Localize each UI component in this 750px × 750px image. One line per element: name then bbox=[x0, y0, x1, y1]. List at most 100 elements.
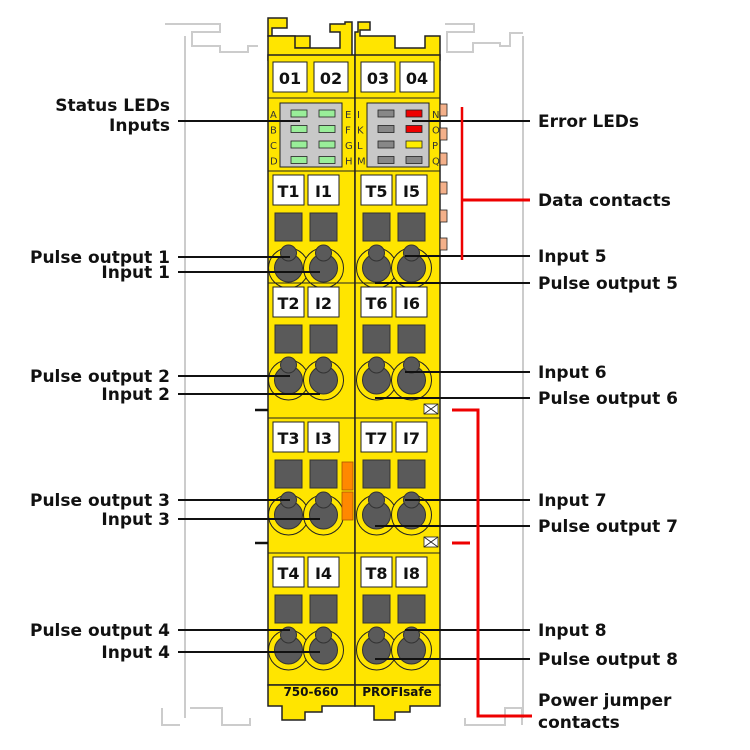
label-left: Pulse output 1 bbox=[30, 248, 170, 268]
terminal-tag-box bbox=[307, 174, 340, 206]
power-jumper-bracket bbox=[452, 408, 532, 718]
status-led-green bbox=[290, 140, 308, 149]
led-letter: I bbox=[357, 110, 360, 121]
terminal-release-button bbox=[362, 324, 391, 354]
terminal-opening-top bbox=[368, 356, 385, 374]
right-neighbor-outline bbox=[445, 23, 524, 718]
label-right: Error LEDs bbox=[538, 112, 639, 132]
terminal-tag: I3 bbox=[315, 429, 332, 448]
terminal-tag-box bbox=[360, 556, 393, 588]
error-led-off bbox=[377, 156, 395, 164]
led-letter: G bbox=[345, 141, 353, 152]
status-led-green bbox=[290, 125, 308, 133]
power-jumper-contact-mark bbox=[423, 536, 439, 548]
label-left: Pulse output 3 bbox=[30, 491, 170, 511]
error-led-red bbox=[405, 109, 423, 118]
led-letter: D bbox=[270, 157, 278, 168]
terminal-tag-box bbox=[307, 421, 340, 453]
terminal-release-button bbox=[397, 324, 426, 354]
error-led-off bbox=[377, 125, 395, 133]
terminal-release-button bbox=[397, 594, 426, 624]
label-status-leds: Inputs bbox=[109, 116, 170, 136]
model-number: 750-660 bbox=[283, 685, 338, 699]
terminal-opening-top bbox=[315, 491, 332, 509]
label-status-leds: Status LEDs bbox=[55, 96, 170, 116]
label-right: Pulse output 6 bbox=[538, 389, 678, 409]
label-left: Pulse output 4 bbox=[30, 621, 170, 641]
terminal-tag-box bbox=[272, 174, 305, 206]
terminal-release-button bbox=[397, 212, 426, 242]
terminal-tag: I8 bbox=[403, 564, 420, 583]
terminal-tag-box bbox=[307, 556, 340, 588]
left-neighbor-outline bbox=[165, 23, 258, 718]
terminal-tag-box bbox=[307, 286, 340, 318]
power-jumper-indicator bbox=[341, 491, 354, 521]
slot-number-box bbox=[313, 61, 349, 93]
status-led-green bbox=[318, 109, 336, 118]
led-letter: A bbox=[270, 110, 277, 121]
terminal-tag-box bbox=[395, 174, 428, 206]
label-left: Input 2 bbox=[101, 385, 170, 405]
terminal-tag: I2 bbox=[315, 294, 332, 313]
data-contact bbox=[439, 152, 448, 166]
terminal-release-button bbox=[274, 594, 303, 624]
terminal-tag: T3 bbox=[277, 429, 299, 448]
data-contact bbox=[439, 103, 448, 117]
terminal-opening-top bbox=[315, 626, 332, 644]
error-led-yellow bbox=[405, 140, 423, 149]
bottom-left-outline bbox=[161, 707, 251, 726]
terminal-tag: T1 bbox=[277, 182, 299, 201]
led-letter: B bbox=[270, 126, 277, 137]
terminal-tag-box bbox=[395, 421, 428, 453]
label-right: Input 5 bbox=[538, 247, 607, 267]
led-letter: Q bbox=[432, 157, 440, 168]
data-contact bbox=[439, 181, 448, 195]
terminal-tag: I6 bbox=[403, 294, 420, 313]
label-right: Pulse output 5 bbox=[538, 274, 678, 294]
data-contact bbox=[439, 237, 448, 251]
error-led-off bbox=[377, 109, 395, 118]
terminal-opening-top bbox=[280, 244, 297, 262]
terminal-release-button bbox=[309, 459, 338, 489]
terminal-tag: I7 bbox=[403, 429, 420, 448]
terminal-opening-top bbox=[403, 356, 420, 374]
terminal-opening-top bbox=[280, 356, 297, 374]
terminal-release-button bbox=[274, 459, 303, 489]
module-name: PROFIsafe bbox=[362, 685, 432, 699]
led-letter: C bbox=[270, 141, 277, 152]
terminal-tag-box bbox=[272, 286, 305, 318]
terminal-release-button bbox=[397, 459, 426, 489]
error-led-red bbox=[405, 125, 423, 133]
terminal-opening-top bbox=[315, 356, 332, 374]
led-letter: E bbox=[345, 110, 351, 121]
terminal-tag-box bbox=[360, 421, 393, 453]
label-right: Input 6 bbox=[538, 363, 607, 383]
led-letter: P bbox=[432, 141, 438, 152]
terminal-release-button bbox=[309, 212, 338, 242]
slot-number-box bbox=[272, 61, 308, 93]
label-right: Pulse output 7 bbox=[538, 517, 678, 537]
slot-number: 01 bbox=[279, 69, 301, 88]
terminal-tag-box bbox=[395, 556, 428, 588]
label-right: Pulse output 8 bbox=[538, 650, 678, 670]
terminal-opening-top bbox=[403, 244, 420, 262]
terminal-release-button bbox=[362, 459, 391, 489]
slot-number: 04 bbox=[406, 69, 428, 88]
bottom-foot-right bbox=[354, 684, 441, 721]
leader-lines bbox=[178, 107, 532, 718]
slot-number-box bbox=[360, 61, 396, 93]
led-letter: H bbox=[345, 157, 353, 168]
terminal-tag: T5 bbox=[365, 182, 387, 201]
label-right: Input 8 bbox=[538, 621, 607, 641]
slot-number-box bbox=[399, 61, 435, 93]
terminal-tag: I5 bbox=[403, 182, 420, 201]
led-letter: F bbox=[345, 126, 351, 137]
top-latch-right-body bbox=[354, 21, 441, 61]
terminal-release-button bbox=[309, 324, 338, 354]
terminal-tag: I1 bbox=[315, 182, 332, 201]
terminal-tag-box bbox=[272, 421, 305, 453]
